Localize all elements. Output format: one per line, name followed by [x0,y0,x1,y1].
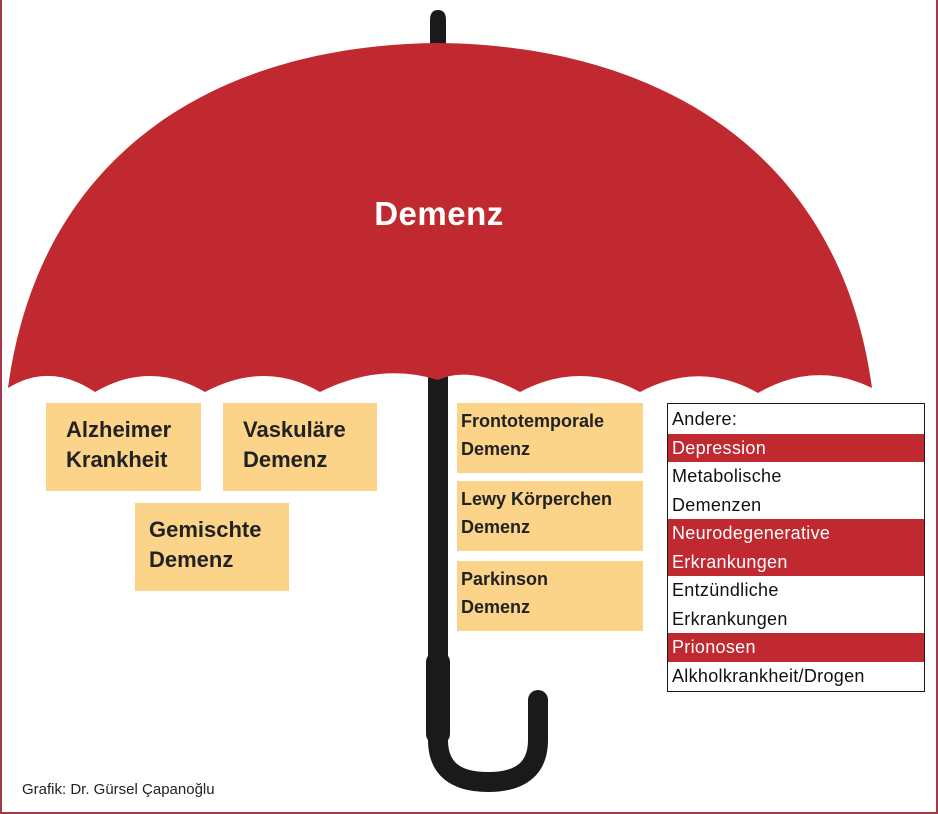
box-line: Demenz [461,517,531,537]
box-line: Lewy Körperchen [461,489,613,509]
box-alzheimer: Alzheimer Krankheit [46,403,201,491]
box-line: Vaskuläre [243,417,346,442]
other-item-entzuendliche: Entzündliche [672,580,779,600]
box-parkinson: Parkinson Demenz [457,561,643,631]
other-heading: Andere: [672,409,738,429]
box-line: Krankheit [66,447,168,472]
box-line: Frontotemporale [461,411,605,431]
other-item-metabolische: Metabolische [672,466,782,486]
other-item-entzuendliche: Erkrankungen [672,608,788,629]
box-line: Demenz [461,439,531,459]
other-item-depression: Depression [668,433,924,462]
umbrella-title: Demenz [374,195,504,232]
box-line: Parkinson [461,569,549,589]
other-item-neurodegenerative: Erkrankungen [668,547,924,576]
box-line: Demenz [243,447,328,472]
other-item-neurodegenerative: Neurodegenerative [668,519,924,548]
other-item-prionosen: Prionosen [668,633,924,662]
box-line: Demenz [149,547,234,572]
credit-text: Grafik: Dr. Gürsel Çapanoğlu [22,781,215,798]
other-causes-list: Andere: Depression Metabolische Demenzen… [667,403,925,692]
box-line: Demenz [461,597,531,617]
other-item-alkohol: Alkholkrankheit/Drogen [672,665,865,686]
box-line: Alzheimer [66,417,172,442]
box-lewy: Lewy Körperchen Demenz [457,481,643,551]
other-item-metabolische: Demenzen [672,494,762,515]
umbrella-tip [430,10,446,50]
box-frontotemporale: Frontotemporale Demenz [457,403,643,473]
box-gemischte: Gemischte Demenz [135,503,289,591]
box-vaskulaere: Vaskuläre Demenz [223,403,377,491]
umbrella-grip [426,652,450,744]
umbrella-canopy [8,43,872,393]
umbrella-handle [428,360,548,793]
box-line: Gemischte [149,517,262,542]
